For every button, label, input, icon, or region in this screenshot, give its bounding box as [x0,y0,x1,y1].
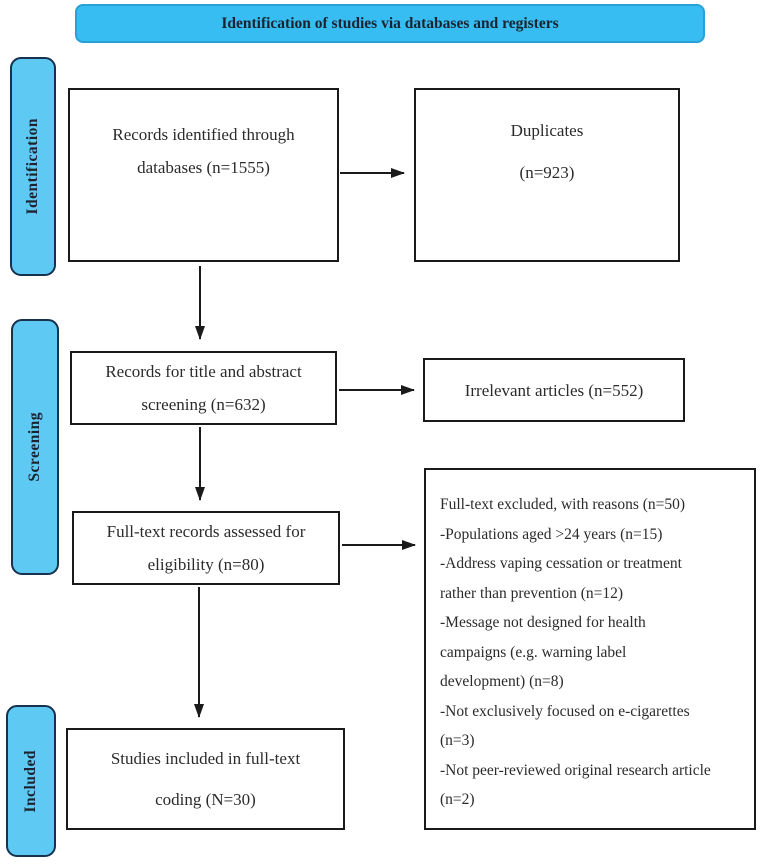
box-fulltext-assessed-line: eligibility (n=80) [147,555,265,574]
box-fulltext-excluded-line: development) (n=8) [440,673,564,690]
box-fulltext-assessed: Full-text records assessed for eligibili… [72,511,340,585]
box-fulltext-excluded-line: Full-text excluded, with reasons (n=50) [440,496,686,513]
box-title-abstract-line: Records for title and abstract [105,362,302,381]
stage-label-included-text: Included [22,749,39,813]
box-fulltext-excluded-line: -Populations aged >24 years (n=15) [440,525,663,543]
box-fulltext-excluded-line: (n=3) [440,732,475,749]
stage-label-identification-text: Identification [24,118,41,215]
box-fulltext-excluded-line: -Not exclusively focused on e-cigarettes [440,702,690,720]
stage-label-identification: Identification [10,57,56,276]
box-fulltext-excluded-line: -Not peer-reviewed original research art… [440,761,711,779]
box-records-identified: Records identified through databases (n=… [68,88,339,262]
box-duplicates-line: (n=923) [519,163,575,182]
box-fulltext-excluded: Full-text excluded, with reasons (n=50) … [424,468,756,830]
stage-label-included: Included [6,705,56,857]
box-fulltext-excluded-line: (n=2) [440,791,475,808]
box-studies-included: Studies included in full-text coding (N=… [66,728,345,830]
box-irrelevant-articles: Irrelevant articles (n=552) [423,358,685,422]
stage-label-screening: Screening [11,319,59,575]
box-duplicates: Duplicates (n=923) [414,88,680,262]
box-fulltext-excluded-line: -Message not designed for health [440,614,646,631]
box-title-abstract-screening: Records for title and abstract screening… [70,351,337,425]
box-studies-included-line: Studies included in full-text [110,749,301,768]
box-fulltext-assessed-line: Full-text records assessed for [106,522,306,541]
box-fulltext-excluded-line: -Address vaping cessation or treatment [440,555,682,572]
banner-title: Identification of studies via databases … [75,4,705,43]
stage-label-screening-text: Screening [26,412,43,482]
box-records-identified-line: Records identified through [112,125,295,144]
box-studies-included-line: coding (N=30) [155,790,256,809]
box-fulltext-excluded-line: rather than prevention (n=12) [440,584,624,602]
box-records-identified-line: databases (n=1555) [137,158,270,177]
box-irrelevant-line: Irrelevant articles (n=552) [464,380,644,400]
box-title-abstract-line: screening (n=632) [141,395,266,414]
box-duplicates-line: Duplicates [510,121,584,140]
box-fulltext-excluded-line: campaigns (e.g. warning label [440,643,627,661]
